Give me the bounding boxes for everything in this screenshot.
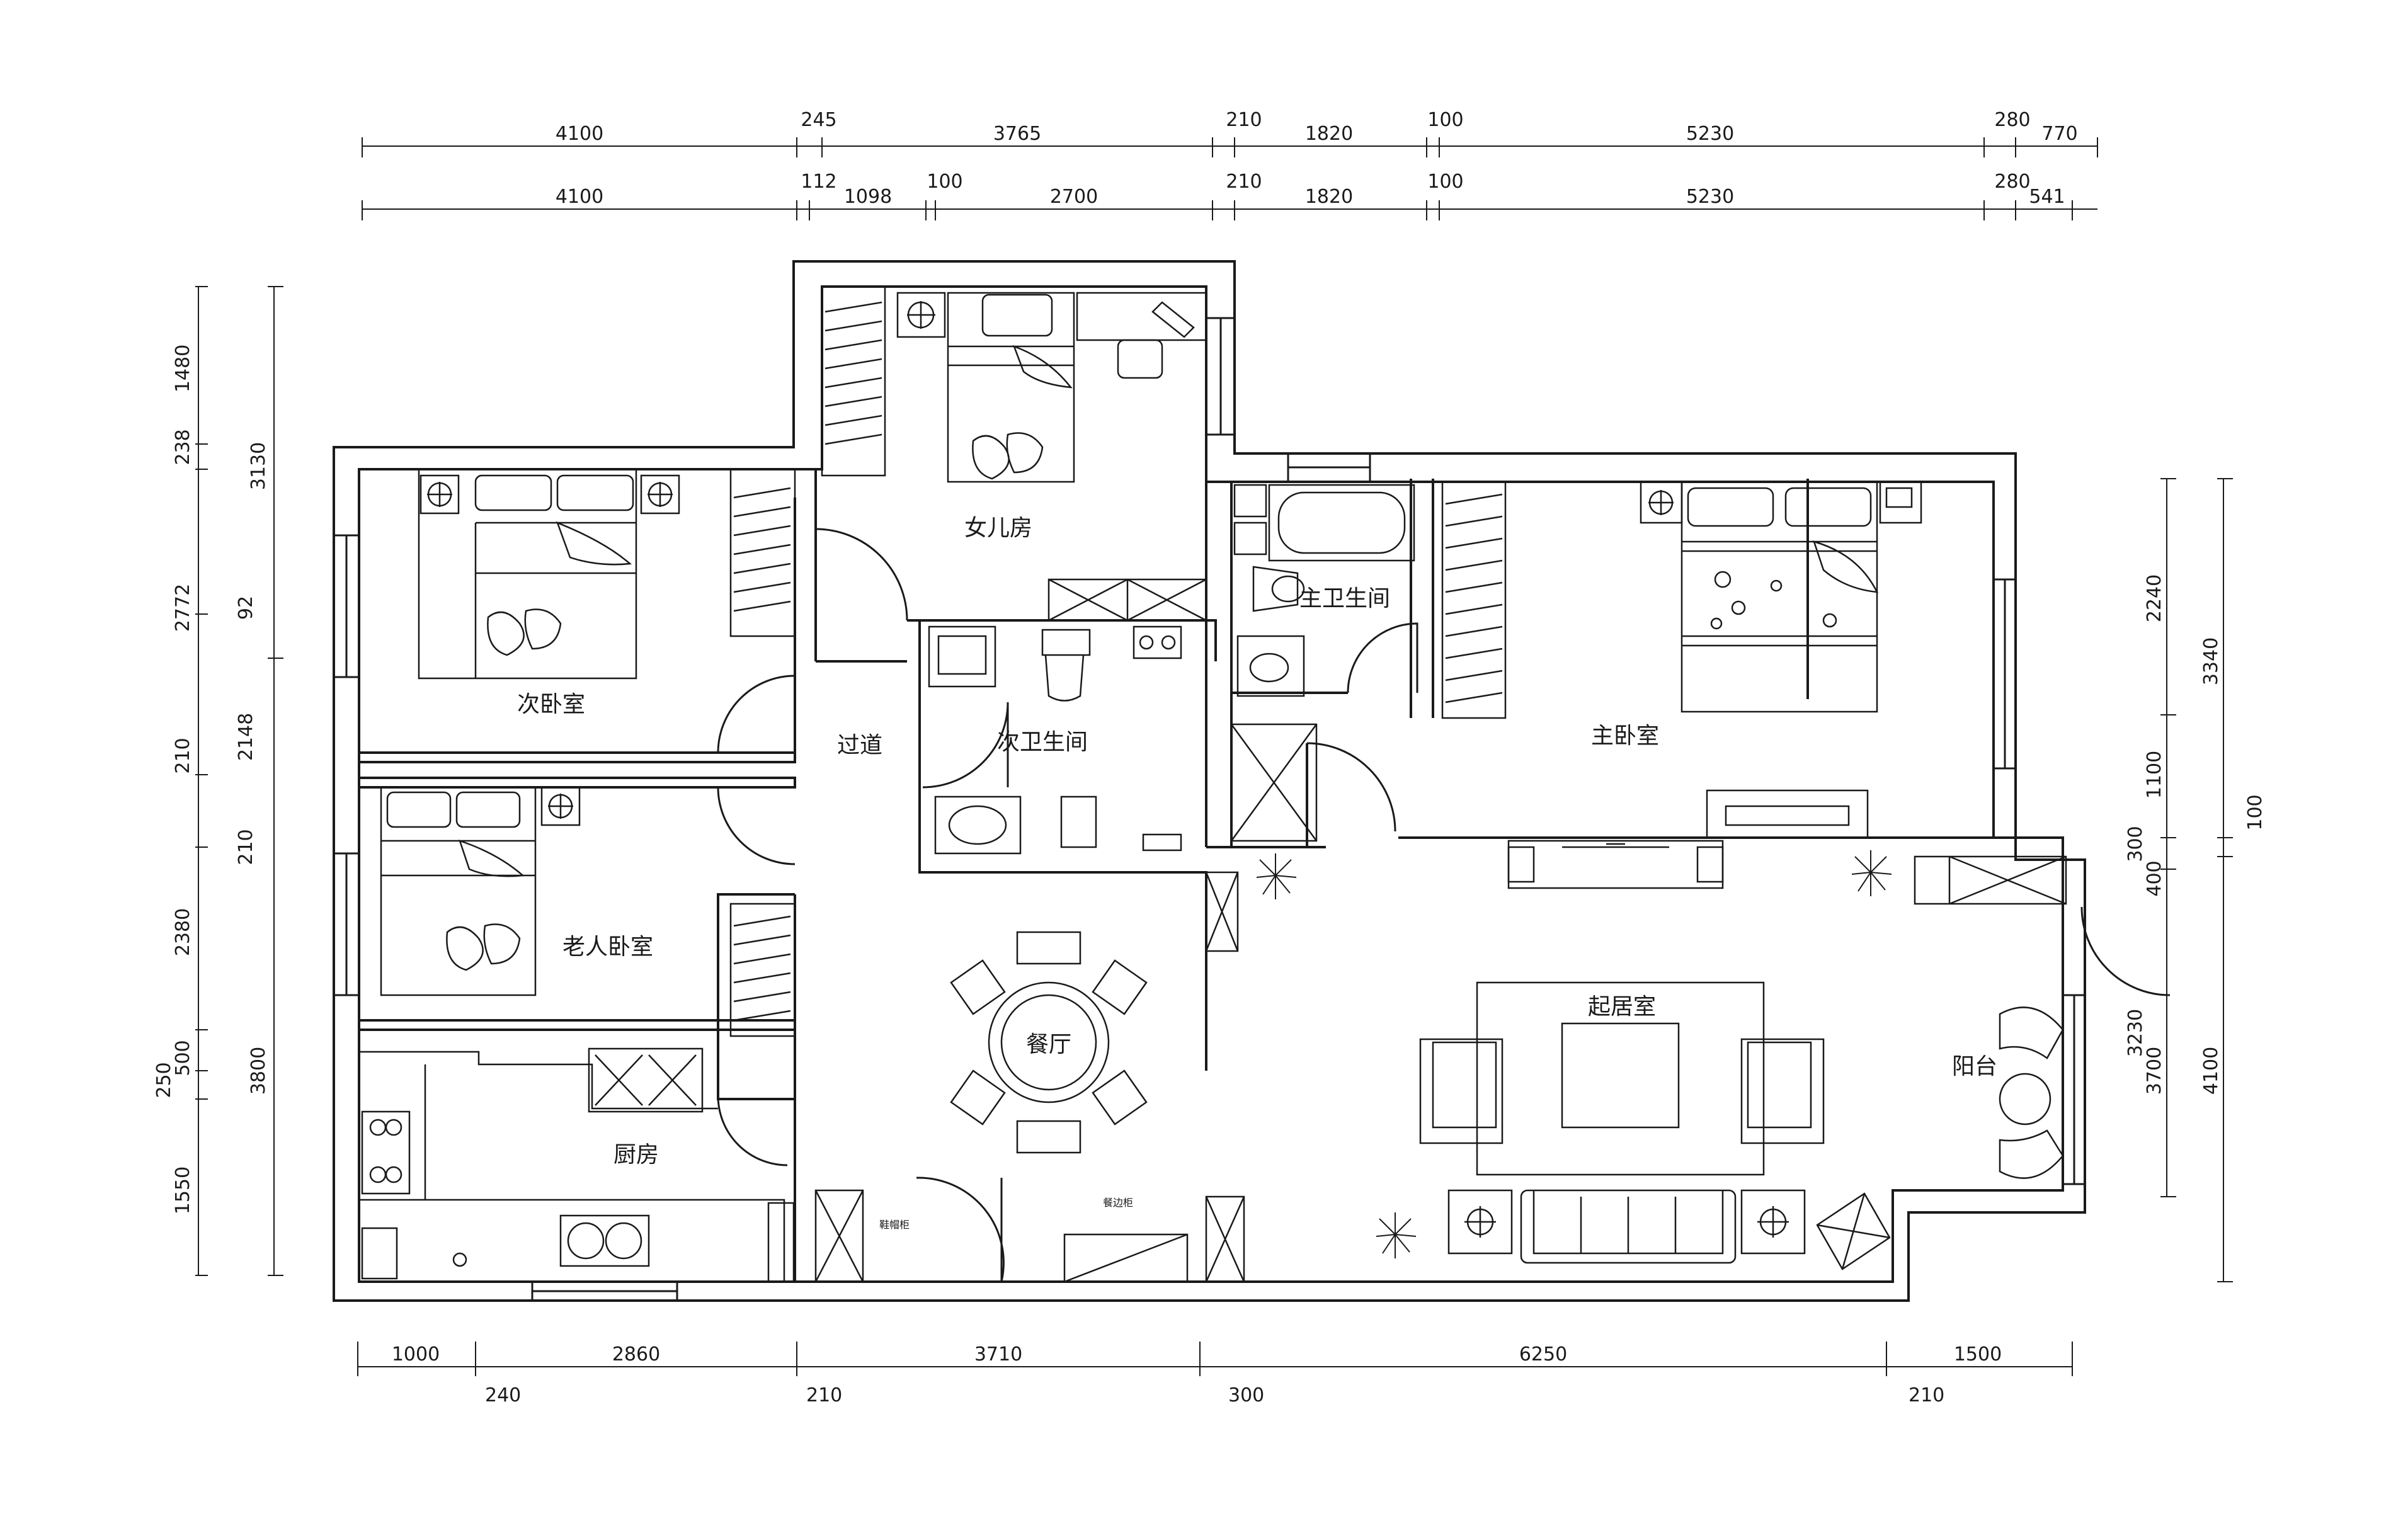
room-label-balcony: 阳台 (1952, 1054, 1997, 1080)
dim-label: 100 (1427, 171, 1463, 193)
dim-label: 3765 (993, 123, 1041, 145)
bathroom-fixtures (928, 484, 1415, 855)
dim-label: 500 (172, 1040, 194, 1076)
room-label-second-bathroom: 次卫生间 (997, 729, 1088, 755)
dim-label: 2148 (235, 713, 257, 761)
dim-label: 1820 (1305, 123, 1353, 145)
dim-label: 6250 (1519, 1343, 1567, 1365)
top-dimension-row-2: 4100 112 1098 100 2700 210 1820 100 5230… (556, 171, 2065, 208)
left-dimension-outer: 1480 238 2772 92 2148 210 210 2380 500 2… (153, 345, 257, 1214)
dim-label: 1100 (2143, 751, 2165, 799)
dim-label: 300 (1228, 1384, 1264, 1406)
room-label-second-bedroom: 次卧室 (517, 692, 585, 717)
dim-label: 400 (2143, 860, 2165, 896)
dim-label: 210 (1909, 1384, 1944, 1406)
dim-label: 3800 (248, 1047, 270, 1095)
dim-label: 245 (801, 109, 836, 131)
dim-label: 1500 (1954, 1343, 2002, 1365)
dim-label: 3130 (248, 442, 270, 490)
room-label-living-room: 起居室 (1588, 994, 1656, 1020)
dim-label: 92 (235, 596, 257, 620)
room-label-elderly-bedroom: 老人卧室 (562, 934, 653, 960)
dim-label: 5230 (1686, 123, 1734, 145)
dim-label: 300 (2125, 826, 2147, 862)
bottom-dimension-row-2: 240 210 300 210 (485, 1384, 1944, 1406)
room-label-master-bathroom: 主卫生间 (1299, 586, 1390, 612)
exterior-walls (333, 260, 2086, 1302)
dim-label: 4100 (2200, 1047, 2222, 1095)
living-furniture (1419, 981, 1891, 1270)
desks (1076, 292, 1869, 889)
windows (334, 317, 2085, 1301)
dim-label: 1000 (392, 1343, 440, 1365)
dim-label: 1098 (844, 186, 892, 208)
dim-label: 210 (1226, 171, 1262, 193)
interior-walls (359, 468, 1994, 1282)
dim-label: 2700 (1050, 186, 1098, 208)
label-sideboard: 餐边柜 (1103, 1197, 1133, 1209)
dim-label: 3340 (2200, 637, 2222, 685)
dim-label: 238 (172, 429, 194, 465)
dim-label: 210 (235, 829, 257, 865)
dim-label: 2772 (172, 584, 194, 632)
dim-label: 240 (485, 1384, 521, 1406)
dim-label: 1820 (1305, 186, 1353, 208)
plants (1256, 850, 1892, 1258)
dim-label: 2240 (2143, 574, 2165, 622)
dim-label: 770 (2041, 123, 2077, 145)
bottom-dimension-row-1: 1000 2860 3710 6250 1500 (392, 1343, 2002, 1365)
balcony-furniture (1999, 1006, 2064, 1179)
room-label-master-bedroom: 主卧室 (1591, 723, 1659, 749)
dim-label: 280 (1994, 109, 2030, 131)
dim-label: 100 (927, 171, 962, 193)
left-dimension-inner: 3130 3800 (248, 442, 270, 1095)
dim-label: 4100 (556, 186, 603, 208)
dim-label: 3230 (2125, 1009, 2147, 1057)
room-label-daughter-room: 女儿房 (964, 515, 1032, 541)
dim-label: 210 (806, 1384, 842, 1406)
dim-label: 1550 (172, 1166, 194, 1214)
doors (717, 528, 2171, 1282)
beds (380, 292, 1922, 996)
dim-label: 5230 (1686, 186, 1734, 208)
dining-set (950, 931, 1148, 1154)
dim-label: 3700 (2143, 1047, 2165, 1095)
dim-label: 100 (2244, 794, 2266, 830)
dim-label: 2380 (172, 908, 194, 956)
room-labels: 次卧室 老人卧室 厨房 过道 女儿房 次卫生间 餐厅 主卫生间 主卧室 起居室 … (517, 515, 1997, 1231)
dim-label: 3710 (974, 1343, 1022, 1365)
dim-label: 541 (2029, 186, 2065, 208)
room-label-kitchen: 厨房 (613, 1142, 659, 1168)
dimension-lines (195, 137, 2233, 1376)
label-shoe-cabinet: 鞋帽柜 (879, 1219, 910, 1231)
dim-label: 112 (801, 171, 836, 193)
room-label-dining: 餐厅 (1026, 1032, 1071, 1057)
dim-label: 210 (1226, 109, 1262, 131)
dim-label: 4100 (556, 123, 603, 145)
dim-label: 210 (172, 738, 194, 773)
dim-label: 100 (1427, 109, 1463, 131)
right-dimension-outer: 3340 100 4100 (2200, 637, 2266, 1095)
top-dimension-row-1: 4100 245 3765 210 1820 100 5230 280 770 (556, 109, 2078, 145)
right-dimension-inner: 2240 1100 300 400 3230 3700 (2125, 574, 2165, 1095)
kitchen-fixtures (358, 1047, 795, 1283)
room-label-corridor: 过道 (837, 732, 882, 758)
dim-label: 1480 (172, 345, 194, 392)
wardrobes (729, 285, 2067, 1283)
dim-label: 250 (153, 1062, 175, 1098)
dim-label: 280 (1994, 171, 2030, 193)
dim-label: 2860 (612, 1343, 660, 1365)
